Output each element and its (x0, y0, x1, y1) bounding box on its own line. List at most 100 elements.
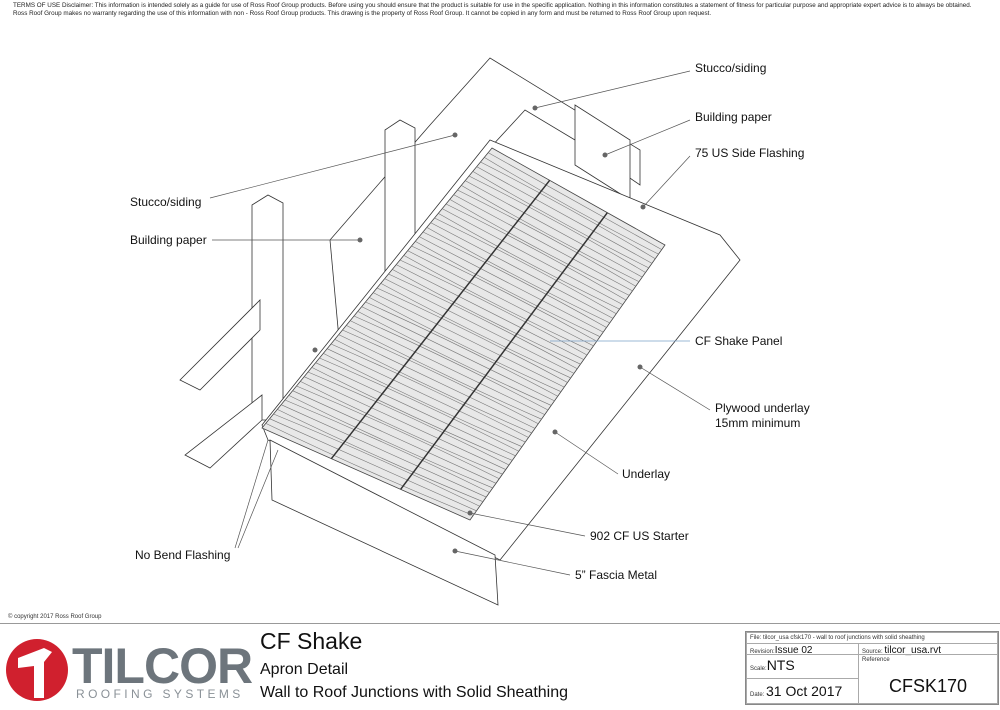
shake-texture-line (304, 376, 506, 470)
shake-texture-line (284, 399, 490, 493)
shake-texture-line (296, 385, 500, 480)
shake-texture-line (476, 166, 653, 264)
shake-texture-line (434, 217, 617, 315)
shake-texture-line (315, 362, 516, 457)
disclaimer: TERMS OF USE Disclaimer: This informatio… (13, 2, 998, 17)
shake-texture-line (488, 152, 662, 250)
shake-texture-line (465, 180, 643, 278)
apron-detail-drawing (179, 57, 741, 606)
shake-texture-line (422, 231, 607, 328)
label-starter: 902 CF US Starter (590, 529, 689, 543)
date-cell: Date: 31 Oct 2017 (746, 678, 859, 704)
shake-texture-line (468, 175, 646, 273)
shake-texture-line (407, 250, 594, 347)
shake-texture-line (445, 203, 627, 301)
shake-texture-line (442, 208, 623, 305)
shake-texture-line (281, 404, 487, 498)
label-side-flashing: 75 US Side Flashing (695, 146, 805, 160)
label-plywood-underlay: Plywood underlay 15mm minimum (715, 401, 810, 431)
svg-text:TILCOR: TILCOR (72, 638, 253, 694)
shake-texture-line (327, 348, 526, 443)
shake-texture-line (472, 171, 649, 269)
shake-texture-line (415, 241, 601, 337)
shake-texture-line (384, 278, 575, 374)
shake-texture-line (411, 245, 597, 342)
label-stucco-siding: Stucco/siding (130, 195, 202, 209)
beam (184, 394, 263, 469)
shake-texture-line (484, 157, 659, 255)
detail-title: Apron Detail (260, 661, 349, 678)
shake-texture-line (300, 381, 503, 475)
shake-texture-line (430, 222, 614, 319)
product-title: CF Shake (260, 628, 363, 654)
shake-texture-line (461, 185, 640, 282)
reference-cell: Reference CFSK170 (858, 654, 998, 704)
tilcor-logo: TILCOR ROOFING SYSTEMS (6, 638, 254, 701)
shake-texture-line (265, 423, 474, 516)
disclaimer-line: TERMS OF USE Disclaimer: This informatio… (13, 2, 972, 9)
label-underlay: Underlay (622, 467, 671, 481)
scale-cell: Scale:NTS (746, 654, 859, 679)
file-value: tilcor_usa cfsk170 - wall to roof juncti… (763, 635, 925, 641)
shake-texture-line (357, 311, 552, 406)
panel-joint (400, 212, 608, 490)
scale-label: Scale: (750, 666, 767, 672)
shake-texture-line (307, 371, 510, 466)
source-label: Source: (862, 649, 883, 655)
title-block: File: tilcor_usa cfsk170 - wall to roof … (745, 631, 999, 705)
shake-texture-line (453, 194, 633, 292)
revision-label: Revision: (750, 649, 775, 655)
fascia (269, 439, 499, 606)
reference-label: Reference (862, 657, 890, 663)
shake-texture-line (373, 292, 565, 388)
shake-texture-line (346, 325, 542, 420)
shake-texture-line (323, 353, 523, 447)
shake-texture-line (365, 301, 558, 397)
shake-texture-line (361, 306, 555, 402)
wall-siding (329, 57, 641, 352)
reference-value: CFSK170 (889, 676, 968, 696)
shake-texture-line (388, 273, 578, 370)
copyright: © copyright 2017 Ross Roof Group (8, 614, 102, 620)
label-stucco-siding: Stucco/siding (695, 61, 767, 75)
shake-texture-line (338, 334, 536, 429)
shake-texture-line (319, 357, 519, 452)
shake-texture-line (350, 320, 545, 415)
svg-text:ROOFING SYSTEMS: ROOFING SYSTEMS (76, 687, 244, 701)
shake-texture-line (403, 255, 591, 351)
panel-joint (330, 179, 551, 460)
source-value: tilcor_usa.rvt (884, 645, 942, 656)
shake-texture-line (292, 390, 497, 484)
shake-texture-line (449, 199, 630, 296)
shake-texture-line (288, 395, 493, 489)
shake-texture-line (277, 409, 484, 502)
shake-texture-line (311, 367, 513, 461)
rafter (179, 299, 261, 391)
label-line: 15mm minimum (715, 416, 801, 430)
label-building-paper: Building paper (695, 110, 772, 124)
description-title: Wall to Roof Junctions with Solid Sheath… (260, 684, 569, 701)
label-building-paper: Building paper (130, 233, 207, 247)
shake-texture-line (480, 161, 656, 260)
shake-texture-line (353, 315, 549, 411)
date-value: 31 Oct 2017 (766, 683, 843, 699)
shake-texture-line (369, 297, 562, 392)
shake-texture-line (457, 189, 636, 287)
shake-texture-line (396, 264, 584, 360)
shake-texture-line (273, 413, 480, 507)
shake-texture-line (426, 227, 610, 324)
shake-texture-line (334, 339, 532, 434)
shake-texture-line (342, 329, 539, 425)
shake-texture-line (330, 343, 529, 438)
scale-value: NTS (766, 657, 795, 673)
post (251, 194, 284, 421)
shake-texture-line (438, 213, 620, 310)
shake-texture-line (376, 287, 568, 383)
divider (0, 623, 1000, 624)
shake-texture-line (392, 269, 581, 365)
file-label: File: (750, 635, 762, 641)
shake-texture-line (380, 283, 571, 379)
shake-texture-line (269, 418, 477, 512)
label-cf-shake-panel: CF Shake Panel (695, 334, 783, 348)
